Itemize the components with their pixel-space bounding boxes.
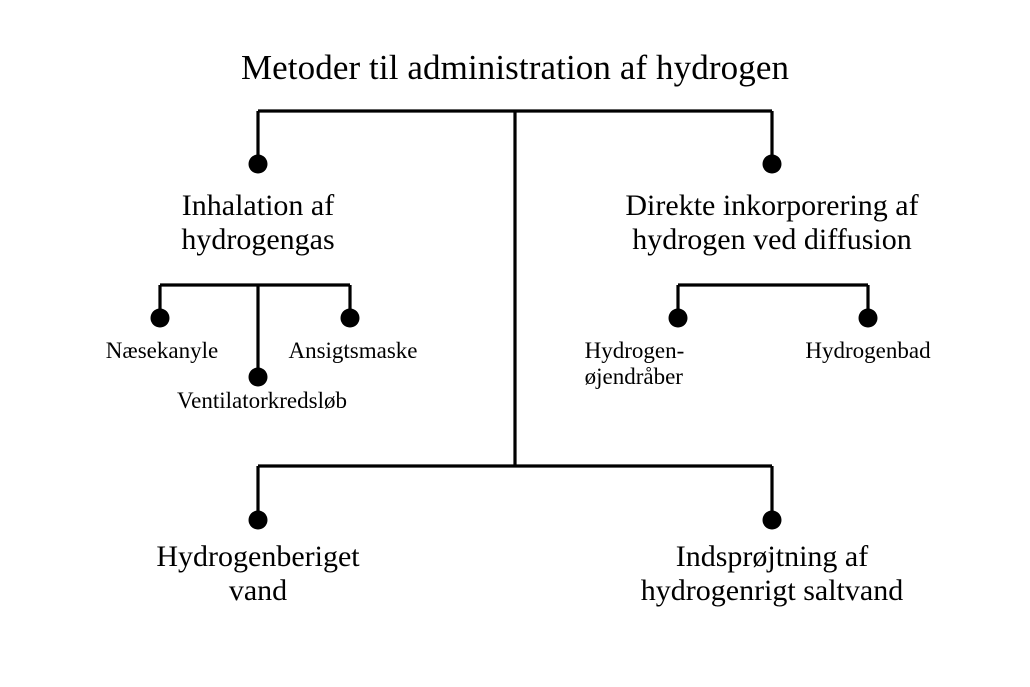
node-label-eye-drops: Hydrogen- øjendråber (584, 338, 685, 389)
node-label-ventilator-circuit: Ventilatorkredsløb (177, 388, 347, 413)
node-label-nasal-cannula: Næsekanyle (105, 338, 219, 363)
node-dot-face-mask (340, 308, 360, 328)
node-label-hydrogen-water: Hydrogenberiget vand (156, 540, 360, 607)
node-label-hydrogen-bath: Hydrogenbad (805, 338, 931, 363)
node-dot-hydrogen-water (248, 510, 268, 530)
node-dot-diffusion (762, 154, 782, 174)
node-dot-hydrogen-bath (858, 308, 878, 328)
node-dot-eye-drops (668, 308, 688, 328)
node-dot-injection (762, 510, 782, 530)
node-label-diffusion: Direkte inkorporering af hydrogen ved di… (625, 189, 919, 256)
diagram-title: Metoder til administration af hydrogen (240, 48, 790, 87)
node-dot-nasal-cannula (150, 308, 170, 328)
node-label-face-mask: Ansigtsmaske (288, 338, 418, 363)
node-dot-ventilator-circuit (248, 367, 268, 387)
node-label-inhalation: Inhalation af hydrogengas (181, 189, 335, 256)
node-label-injection: Indsprøjtning af hydrogenrigt saltvand (640, 540, 904, 607)
node-dot-inhalation (248, 154, 268, 174)
